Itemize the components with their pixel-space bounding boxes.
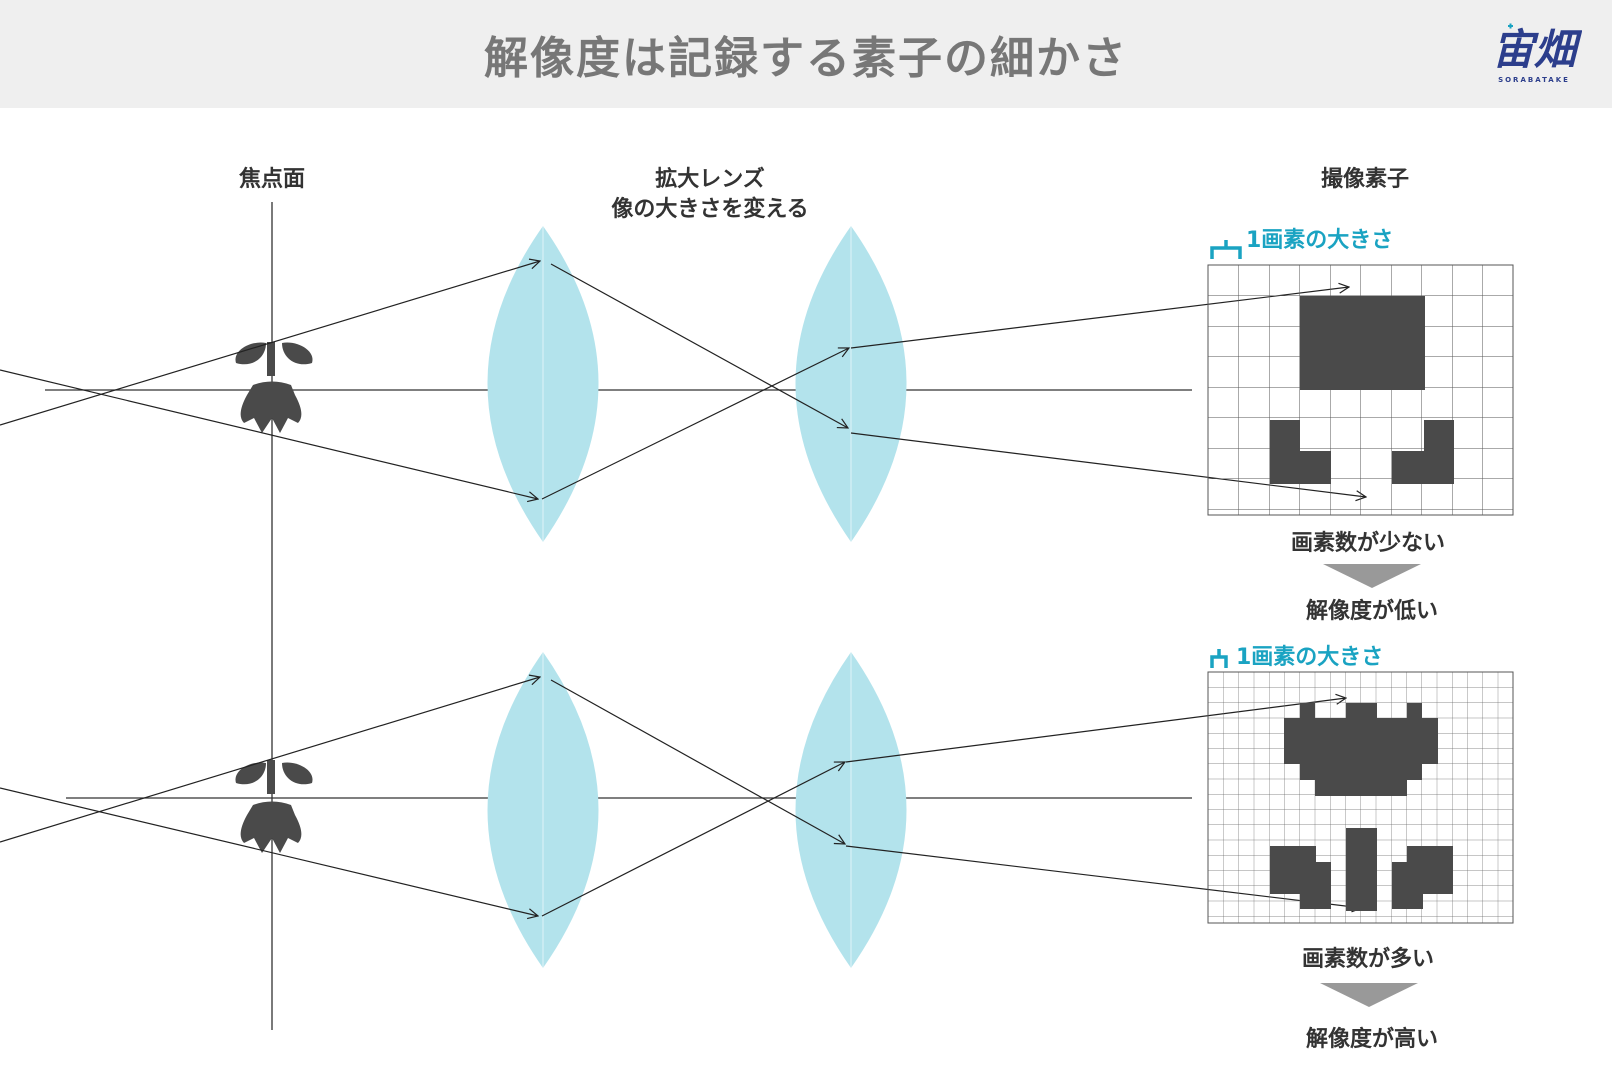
pixel-block (1270, 420, 1331, 484)
pixel-size-label: 1画素の大きさ (1236, 644, 1383, 670)
page-title: 解像度は記録する素子の細かさ (484, 33, 1128, 84)
ray (0, 261, 540, 426)
pixel-size-bracket-icon (1210, 240, 1242, 259)
pixel-count-caption: 画素数が多い (1302, 946, 1434, 972)
pixel-size-bracket-icon (1210, 649, 1228, 668)
ray (0, 677, 540, 843)
pixel-count-caption: 画素数が少ない (1291, 530, 1445, 556)
pixel-block (1300, 296, 1425, 390)
logo-text: 宙畑 (1492, 25, 1582, 74)
resolution-caption: 解像度が低い (1306, 598, 1438, 624)
pixel-block (1392, 420, 1454, 484)
sparkle-icon (1508, 23, 1513, 29)
down-triangle-icon (1323, 564, 1421, 588)
ray (541, 348, 849, 500)
ray (541, 762, 845, 917)
sensor-label: 撮像素子 (1321, 166, 1409, 192)
down-triangle-icon (1320, 983, 1418, 1007)
logo-subtext: SORABATAKE (1498, 76, 1570, 84)
pixel-size-label: 1画素の大きさ (1246, 227, 1393, 253)
sensor-grid-fine (1207, 671, 1514, 924)
sensor-grid-coarse (1207, 264, 1514, 516)
sorabatake-logo: 宙畑 SORABATAKE (1492, 23, 1582, 84)
ray (0, 787, 538, 916)
pixel-flower (1270, 703, 1453, 911)
ray (550, 679, 845, 844)
flower-icon (235, 760, 313, 853)
focal-plane-label: 焦点面 (238, 166, 305, 192)
ray (0, 369, 538, 499)
resolution-caption: 解像度が高い (1306, 1026, 1438, 1052)
header-bar: 解像度は記録する素子の細かさ 宙畑 SORABATAKE (0, 0, 1612, 108)
lens-label-line2: 像の大きさを変える (611, 196, 808, 222)
panel-low-resolution: 1画素の大きさ 画素数が少ない 解像度が低い (0, 226, 1514, 624)
panel-high-resolution: 1画素の大きさ 画素数が多い 解像度が高い (0, 644, 1514, 1052)
lens-label-line1: 拡大レンズ (655, 166, 765, 192)
ray (550, 263, 848, 428)
flower-icon (235, 342, 313, 433)
